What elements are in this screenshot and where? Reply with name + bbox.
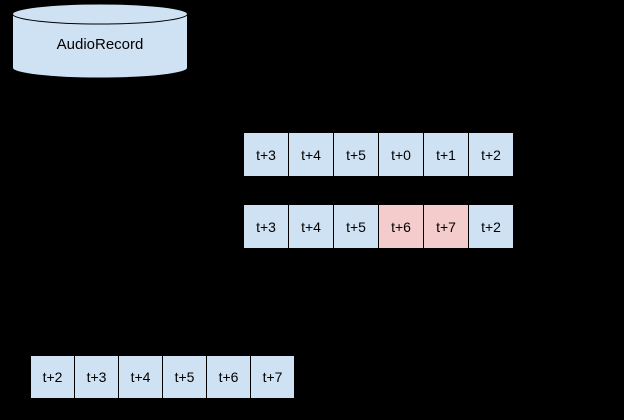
- buffer-cell: t+4: [118, 355, 163, 399]
- buffer-cell: t+3: [243, 204, 289, 249]
- buffer-row-top: t+3 t+4 t+5 t+0 t+1 t+2: [243, 132, 514, 177]
- buffer-cell: t+0: [378, 132, 424, 177]
- buffer-cell: t+5: [333, 204, 379, 249]
- audiorecord-cylinder: AudioRecord: [12, 3, 188, 79]
- buffer-cell: t+5: [333, 132, 379, 177]
- cylinder-label: AudioRecord: [56, 36, 144, 53]
- buffer-cell: t+4: [288, 132, 334, 177]
- cylinder-shape-icon: [12, 3, 188, 79]
- buffer-row-bottom: t+2 t+3 t+4 t+5 t+6 t+7: [30, 355, 295, 399]
- buffer-cell: t+4: [288, 204, 334, 249]
- buffer-cell: t+3: [243, 132, 289, 177]
- buffer-row-middle: t+3 t+4 t+5 t+6 t+7 t+2: [243, 204, 514, 249]
- buffer-cell: t+5: [162, 355, 207, 399]
- buffer-cell: t+7: [250, 355, 295, 399]
- buffer-cell: t+2: [468, 204, 514, 249]
- buffer-cell: t+6: [206, 355, 251, 399]
- cylinder-rim: [12, 13, 188, 25]
- buffer-cell-highlighted: t+7: [423, 204, 469, 249]
- buffer-cell: t+2: [30, 355, 75, 399]
- buffer-cell-highlighted: t+6: [378, 204, 424, 249]
- buffer-cell: t+1: [423, 132, 469, 177]
- buffer-cell: t+3: [74, 355, 119, 399]
- buffer-cell: t+2: [468, 132, 514, 177]
